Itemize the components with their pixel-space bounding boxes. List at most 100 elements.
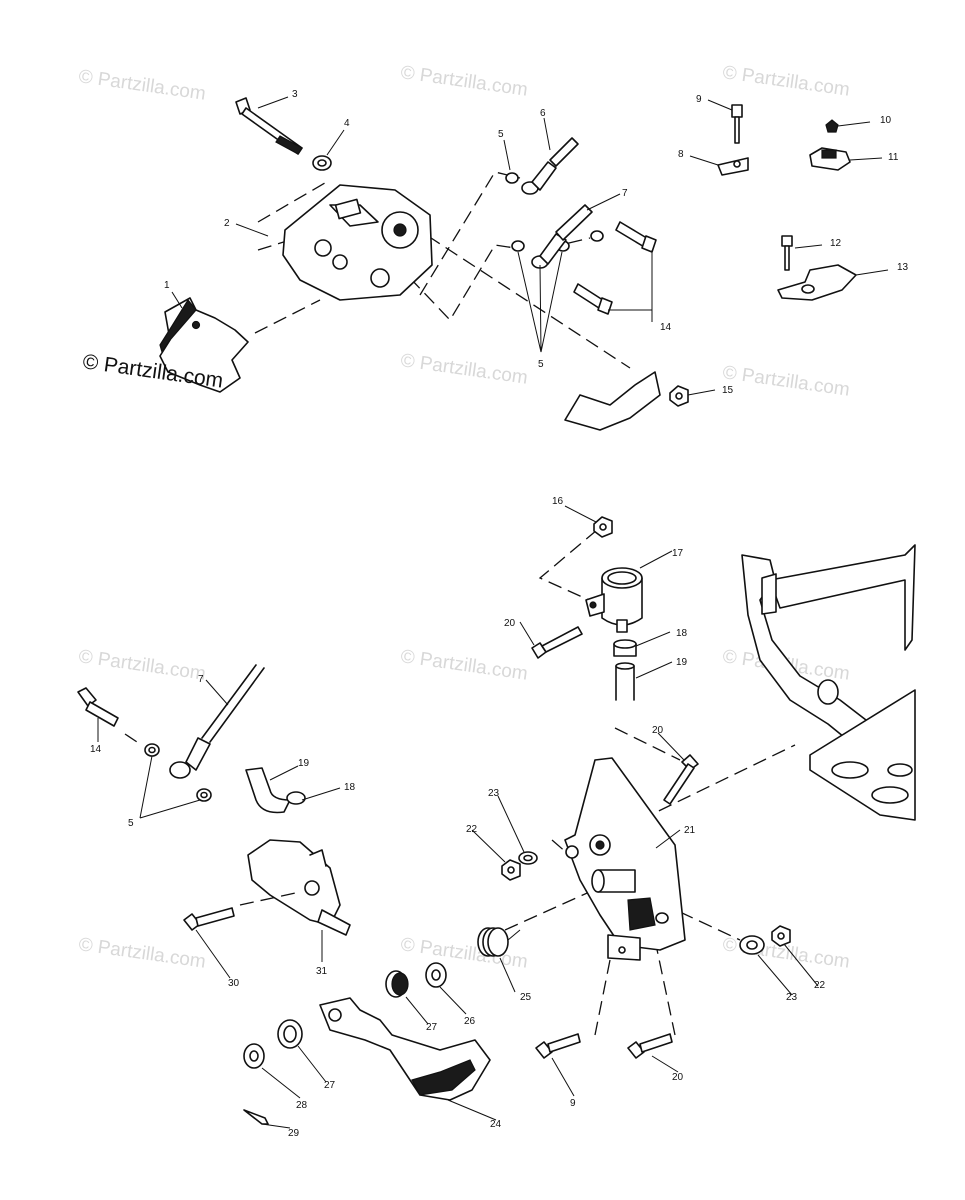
screw-part[interactable]: [825, 119, 839, 133]
explode-line: [239, 891, 301, 906]
callout-label: 9: [696, 94, 702, 105]
callout-label: 7: [622, 188, 628, 199]
explode-line: [254, 299, 321, 334]
callout-label: 30: [228, 978, 240, 989]
callout-label: 24: [490, 1119, 502, 1130]
watermark-layer: © Partzilla.com © Partzilla.com © Partzi…: [77, 62, 851, 973]
callout-label: 4: [344, 118, 350, 129]
watermark-text: © Partzilla.com: [721, 362, 851, 401]
callout-label: 21: [684, 825, 696, 836]
explode-line: [419, 171, 521, 296]
callout-label: 14: [90, 744, 102, 755]
watermark-text: © Partzilla.com: [399, 62, 529, 101]
callout-label: 22: [466, 824, 478, 835]
callout-label: 19: [676, 657, 688, 668]
pivot-bushing-part[interactable]: [277, 1019, 303, 1049]
watermark-text: © Partzilla.com: [77, 646, 207, 685]
nut-part[interactable]: [501, 859, 521, 881]
explode-line: [124, 733, 141, 745]
brake-hose-fitting-part[interactable]: [521, 137, 579, 195]
bolt-part[interactable]: [183, 907, 235, 931]
reservoir-hose-part[interactable]: [245, 767, 291, 814]
callout-label: 20: [652, 725, 664, 736]
watermark-text: © Partzilla.com: [721, 62, 851, 101]
callout-label: 9: [570, 1098, 576, 1109]
callout-label: 3: [292, 89, 298, 100]
bolt-part[interactable]: [531, 626, 583, 659]
callout-label: 12: [830, 238, 842, 249]
callout-label: 23: [488, 788, 500, 799]
vehicle-frame-part[interactable]: [741, 544, 916, 821]
banjo-bolt-part[interactable]: [77, 687, 119, 727]
brake-pad-part[interactable]: [159, 297, 249, 393]
bolt-part[interactable]: [627, 1033, 673, 1059]
explode-line: [427, 235, 631, 369]
callout-labels: 1 2 3 4 5 5 5 6 7 7 8 9 9 10 11 12 13 14…: [90, 89, 909, 1139]
leader-lines: [97, 96, 889, 1129]
callout-label: 14: [660, 322, 672, 333]
washer-part[interactable]: [425, 962, 447, 988]
frame-bracket-part[interactable]: [564, 371, 661, 431]
hose-clip-part[interactable]: [717, 157, 749, 176]
callout-label: 19: [298, 758, 310, 769]
callout-label: 5: [498, 129, 504, 140]
explode-line: [639, 744, 796, 821]
bolt-part[interactable]: [663, 754, 699, 805]
watermark-text: © Partzilla.com: [399, 934, 529, 973]
callout-label: 5: [538, 359, 544, 370]
watermark-text: © Partzilla.com: [399, 350, 529, 389]
callout-label: 13: [897, 262, 909, 273]
explode-line: [679, 911, 741, 941]
watermark-text: © Partzilla.com: [77, 934, 207, 973]
clamp-bolt-part[interactable]: [781, 235, 793, 271]
callout-label: 10: [880, 115, 892, 126]
brake-caliper-part[interactable]: [282, 184, 433, 301]
callout-label: 23: [786, 992, 798, 1003]
brake-pedal-part[interactable]: [319, 997, 491, 1101]
explode-line: [594, 959, 611, 1036]
reservoir-hose-part[interactable]: [615, 662, 635, 701]
return-spring-part[interactable]: [477, 927, 521, 957]
cotter-pin-part[interactable]: [243, 1109, 269, 1125]
washer-part[interactable]: [739, 935, 765, 955]
callout-label: 20: [672, 1072, 684, 1083]
brake-hose-part[interactable]: [169, 664, 265, 779]
callout-label: 8: [678, 149, 684, 160]
clip-screw-part[interactable]: [731, 104, 743, 144]
washer-part[interactable]: [243, 1043, 265, 1069]
callout-label: 18: [676, 628, 688, 639]
callout-label: 11: [888, 152, 899, 163]
explode-line: [614, 727, 681, 761]
callout-label: 7: [198, 674, 204, 685]
crush-washer-part[interactable]: [144, 743, 212, 802]
brake-reservoir-part[interactable]: [585, 567, 643, 633]
master-cylinder-part[interactable]: [247, 839, 351, 936]
banjo-bolt-part[interactable]: [573, 221, 657, 315]
explode-line: [538, 529, 601, 606]
pedal-bracket-part[interactable]: [564, 757, 686, 961]
hose-clamp-part[interactable]: [809, 147, 851, 171]
explode-line: [654, 939, 676, 1036]
callout-label: 18: [344, 782, 356, 793]
watermark-text: © Partzilla.com: [77, 66, 207, 105]
brake-hose-part[interactable]: [531, 204, 593, 269]
callout-label: 15: [722, 385, 734, 396]
nut-part[interactable]: [771, 925, 791, 947]
pivot-bushing-part[interactable]: [385, 970, 409, 998]
nut-part[interactable]: [669, 385, 689, 407]
callout-label: 20: [504, 618, 516, 629]
bolt-part[interactable]: [535, 1033, 581, 1059]
hose-clamp-part[interactable]: [286, 791, 306, 805]
washer-part[interactable]: [518, 851, 538, 865]
callout-label: 27: [324, 1080, 336, 1091]
hose-clamp-part[interactable]: [613, 639, 637, 657]
callout-label: 31: [316, 966, 328, 977]
callout-label: 17: [672, 548, 684, 559]
watermark-text: © Partzilla.com: [399, 646, 529, 685]
nut-part[interactable]: [593, 516, 613, 538]
callout-label: 2: [224, 218, 230, 229]
washer-part[interactable]: [312, 155, 332, 171]
callout-label: 28: [296, 1100, 308, 1111]
caliper-bolt-part[interactable]: [235, 97, 303, 155]
